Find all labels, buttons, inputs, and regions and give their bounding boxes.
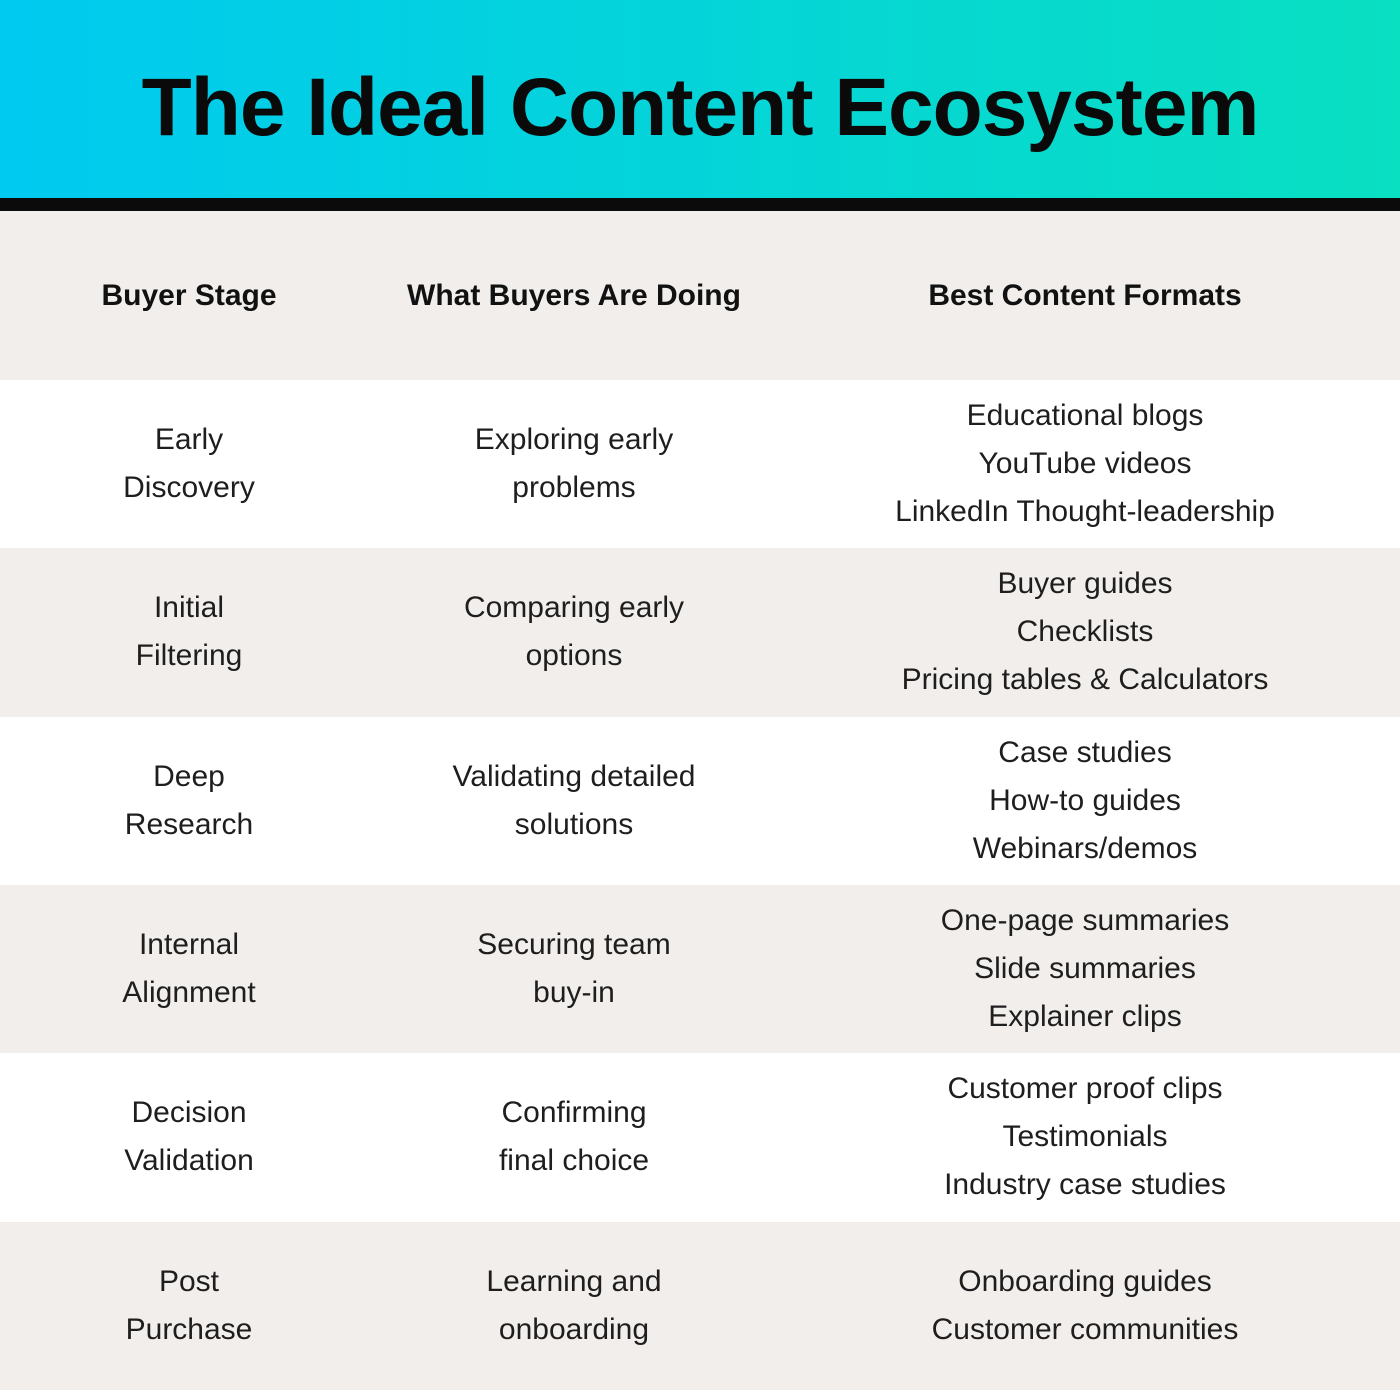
content-formats-cell: Educational blogs YouTube videos LinkedI…: [895, 399, 1275, 529]
buyers-doing-cell: Securing team buy-in: [477, 928, 671, 1010]
header-banner: The Ideal Content Ecosystem: [0, 0, 1400, 198]
table-row-initial-filtering: Initial Filtering Comparing early option…: [0, 548, 1400, 717]
column-header-best-content-formats: Best Content Formats: [928, 278, 1242, 312]
table-row-decision-validation: Decision Validation Confirming final cho…: [0, 1053, 1400, 1222]
table-body: Early Discovery Exploring early problems…: [0, 380, 1400, 1390]
table-row-early-discovery: Early Discovery Exploring early problems…: [0, 380, 1400, 549]
column-header-what-buyers-are-doing: What Buyers Are Doing: [407, 278, 741, 312]
buyer-stage-cell: Initial Filtering: [135, 591, 243, 673]
buyers-doing-cell: Confirming final choice: [498, 1096, 650, 1178]
content-formats-cell: One-page summaries Slide summaries Expla…: [940, 904, 1230, 1034]
buyer-stage-cell: Internal Alignment: [122, 928, 256, 1010]
buyers-doing-cell: Comparing early options: [463, 591, 685, 673]
column-header-buyer-stage: Buyer Stage: [101, 278, 277, 312]
table-row-internal-alignment: Internal Alignment Securing team buy-in …: [0, 884, 1400, 1054]
buyer-stage-cell: Decision Validation: [124, 1096, 254, 1178]
buyer-stage-cell: Deep Research: [124, 759, 254, 841]
content-formats-cell: Buyer guides Checklists Pricing tables &…: [901, 567, 1269, 697]
content-formats-cell: Onboarding guides Customer communities: [931, 1264, 1239, 1346]
buyer-stage-cell: Post Purchase: [125, 1264, 253, 1346]
table-row-deep-research: Deep Research Validating detailed soluti…: [0, 716, 1400, 885]
buyers-doing-cell: Learning and onboarding: [486, 1264, 662, 1346]
content-formats-cell: Customer proof clips Testimonials Indust…: [944, 1072, 1226, 1202]
table-row-post-purchase: Post Purchase Learning and onboarding On…: [0, 1221, 1400, 1390]
buyers-doing-cell: Exploring early problems: [474, 423, 674, 505]
bottom-margin: [0, 1390, 1400, 1398]
header-divider: [0, 198, 1400, 211]
buyers-doing-cell: Validating detailed solutions: [452, 759, 696, 841]
buyer-stage-cell: Early Discovery: [123, 423, 255, 505]
content-formats-cell: Case studies How-to guides Webinars/demo…: [972, 735, 1198, 865]
page-title: The Ideal Content Ecosystem: [141, 62, 1260, 153]
table-header-row: Buyer Stage What Buyers Are Doing Best C…: [0, 211, 1400, 380]
